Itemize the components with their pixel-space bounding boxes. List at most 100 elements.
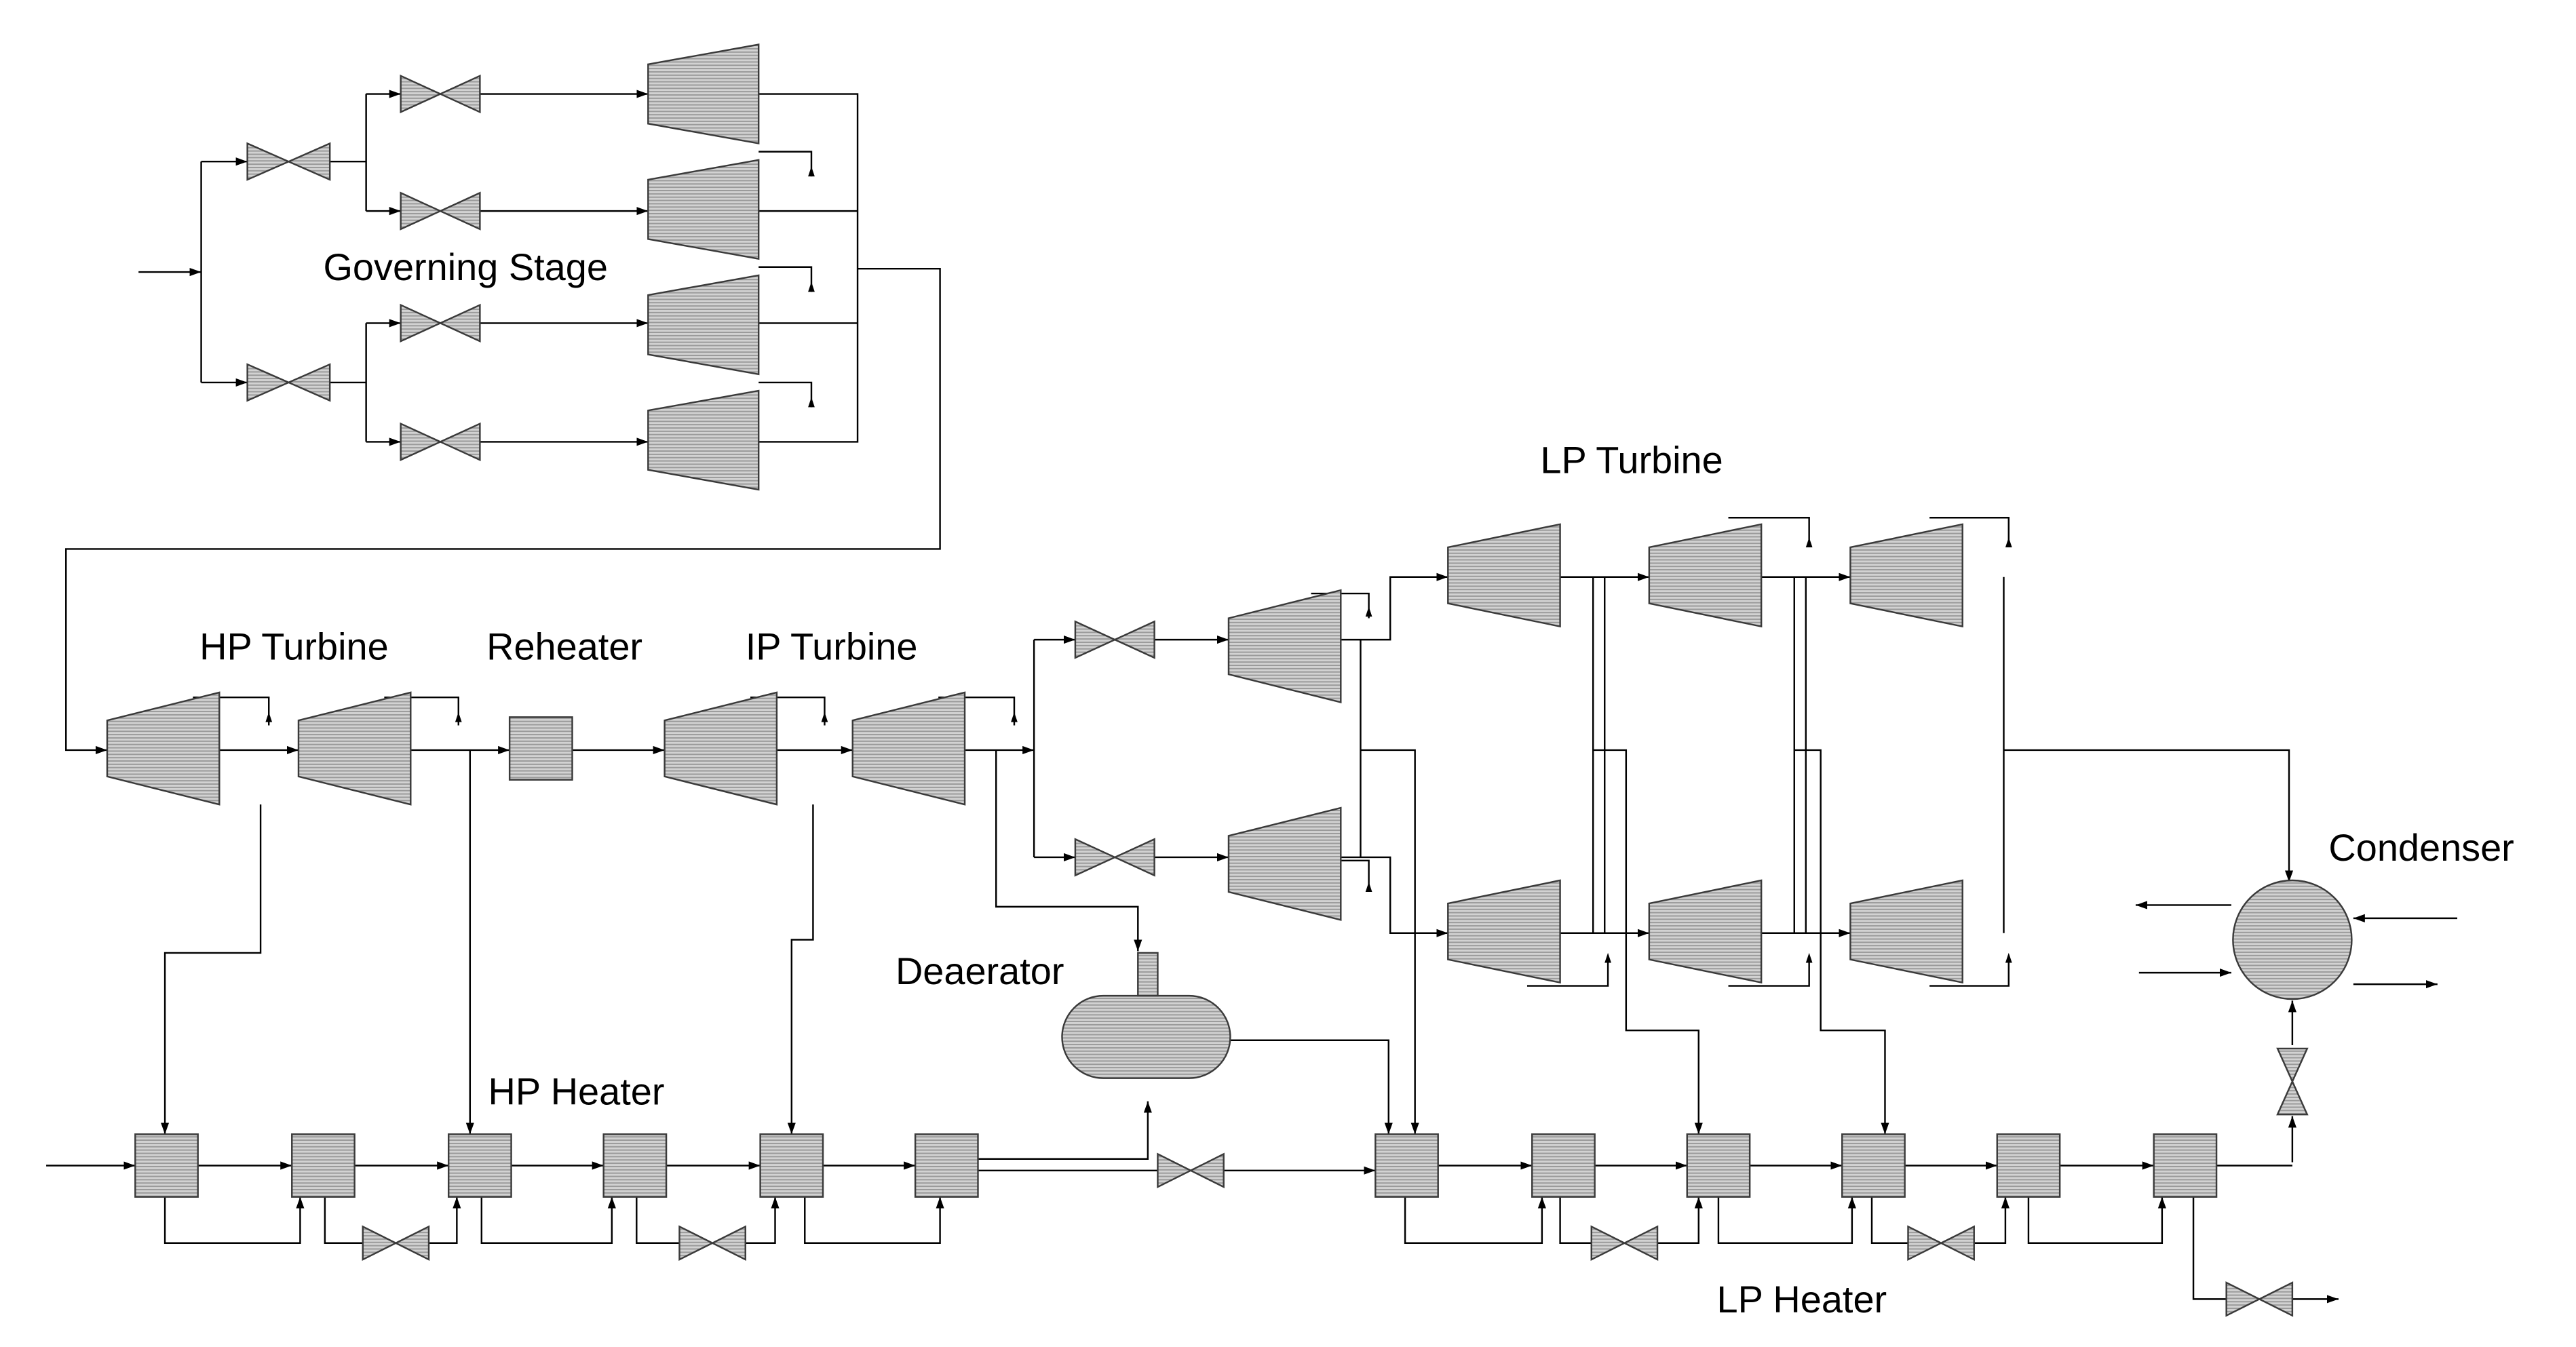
port-icon (1365, 606, 1372, 617)
pipe-line (978, 1101, 1152, 1160)
gov-turbine-1-icon (647, 43, 760, 144)
lp-turbine-a3-icon (1648, 523, 1763, 628)
pipe-line (1593, 749, 1703, 1135)
pipe-line (2192, 1196, 2227, 1300)
pipe-line (1717, 1196, 1856, 1244)
hp-turbine-2-icon (297, 691, 412, 806)
pipe-line (1870, 1196, 1908, 1244)
heater-2-icon (291, 1133, 355, 1198)
hp-turbine-1-icon (106, 691, 220, 806)
port-icon (1365, 882, 1372, 892)
pipe-line (1929, 956, 2010, 987)
pipe-line (1657, 1196, 1703, 1244)
label-ip-turbine: IP Turbine (746, 625, 918, 667)
pipe-line (1929, 517, 2010, 545)
pipe-line (161, 804, 262, 1135)
gov-turbine-2-icon (647, 159, 760, 260)
ip-turbine-1-icon (664, 691, 778, 806)
gov-valve-5-icon (400, 303, 481, 343)
gov-valve-2-icon (246, 363, 331, 402)
port-icon (808, 166, 815, 177)
drain-valve-2-icon (678, 1225, 746, 1262)
pipe-line (1230, 1039, 1393, 1135)
lp-turbine-a2-icon (1447, 523, 1561, 628)
label-lp-turbine: LP Turbine (1540, 439, 1723, 482)
heater-11-icon (1996, 1133, 2061, 1198)
feed-valve-icon (1157, 1152, 1225, 1189)
drain-valve-1-icon (362, 1225, 430, 1262)
gov-turbine-3-icon (647, 274, 760, 376)
label-deaerator: Deaerator (896, 950, 1064, 992)
heater-4-icon (602, 1133, 668, 1198)
gov-valve-4-icon (400, 191, 481, 231)
pipe-line (804, 1196, 944, 1244)
pipe-line (1559, 1196, 1592, 1244)
pipe-line (1341, 572, 1448, 641)
label-reheater: Reheater (486, 625, 642, 667)
pipe-line (787, 804, 814, 1135)
heater-6-icon (914, 1133, 979, 1198)
pipe-line (480, 1196, 616, 1244)
label-lp-heater: LP Heater (1717, 1278, 1887, 1321)
port-icon (808, 397, 815, 408)
drain-valve-5-icon (2225, 1281, 2294, 1317)
gov-turbine-4-icon (647, 389, 760, 491)
lp-turbine-b1-icon (1227, 806, 1342, 921)
port-icon (455, 712, 462, 722)
heater-7-icon (1374, 1133, 1439, 1198)
lp-turbine-b4-icon (1849, 879, 1963, 984)
pipe-line (995, 749, 1142, 952)
pipe-line (758, 151, 813, 177)
pipe-line (429, 1196, 461, 1244)
reheater-icon (508, 716, 573, 781)
gov-valve-3-icon (400, 74, 481, 114)
components (106, 43, 2353, 1317)
label-hp-heater: HP Heater (488, 1070, 665, 1113)
pipe-line (1974, 1196, 2010, 1244)
port-icon (265, 712, 273, 722)
label-condenser: Condenser (2328, 826, 2514, 869)
lp-inlet-valve-2-icon (1074, 838, 1155, 877)
heater-12-icon (2153, 1133, 2218, 1198)
condenser-valve-icon (2276, 1047, 2309, 1116)
pipe-line (1404, 1196, 1546, 1244)
pipe-line (2027, 1196, 2166, 1244)
ip-turbine-2-icon (851, 691, 966, 806)
pipe-line (1360, 749, 1419, 1135)
pipe-line (636, 1196, 680, 1244)
heater-1-icon (134, 1133, 199, 1198)
label-hp-turbine: HP Turbine (199, 625, 389, 667)
heater-8-icon (1531, 1133, 1596, 1198)
pipe-line (1728, 956, 1810, 987)
pipe-line (1341, 856, 1448, 937)
port-icon (821, 712, 828, 722)
port-icon (808, 281, 815, 292)
pipe-line (745, 1196, 780, 1244)
lp-turbine-b2-icon (1447, 879, 1561, 984)
pipe-line (1794, 749, 1889, 1135)
deaerator-tank-icon (1061, 994, 1231, 1079)
gov-to-hp-line (65, 267, 941, 755)
heater-9-icon (1686, 1133, 1751, 1198)
pipe-line (1526, 956, 1609, 987)
gov-valve-6-icon (400, 422, 481, 462)
pipe-line (758, 266, 813, 292)
port-icon (2005, 537, 2012, 547)
pipe-line (1728, 517, 1810, 545)
pipe-lines (46, 90, 2457, 1304)
port-icon (1805, 952, 1813, 963)
pipe-line (164, 1196, 305, 1244)
heater-5-icon (759, 1133, 824, 1198)
pipe-line (324, 1196, 363, 1244)
label-governing-stage: Governing Stage (323, 246, 607, 288)
heater-3-icon (447, 1133, 512, 1198)
lp-turbine-a4-icon (1849, 523, 1963, 628)
lp-turbine-b3-icon (1648, 879, 1763, 984)
port-icon (1805, 537, 1813, 547)
lp-inlet-valve-1-icon (1074, 620, 1155, 659)
port-icon (2005, 952, 2012, 963)
lp-exhaust-line (2003, 749, 2294, 882)
port-icon (1604, 952, 1611, 963)
